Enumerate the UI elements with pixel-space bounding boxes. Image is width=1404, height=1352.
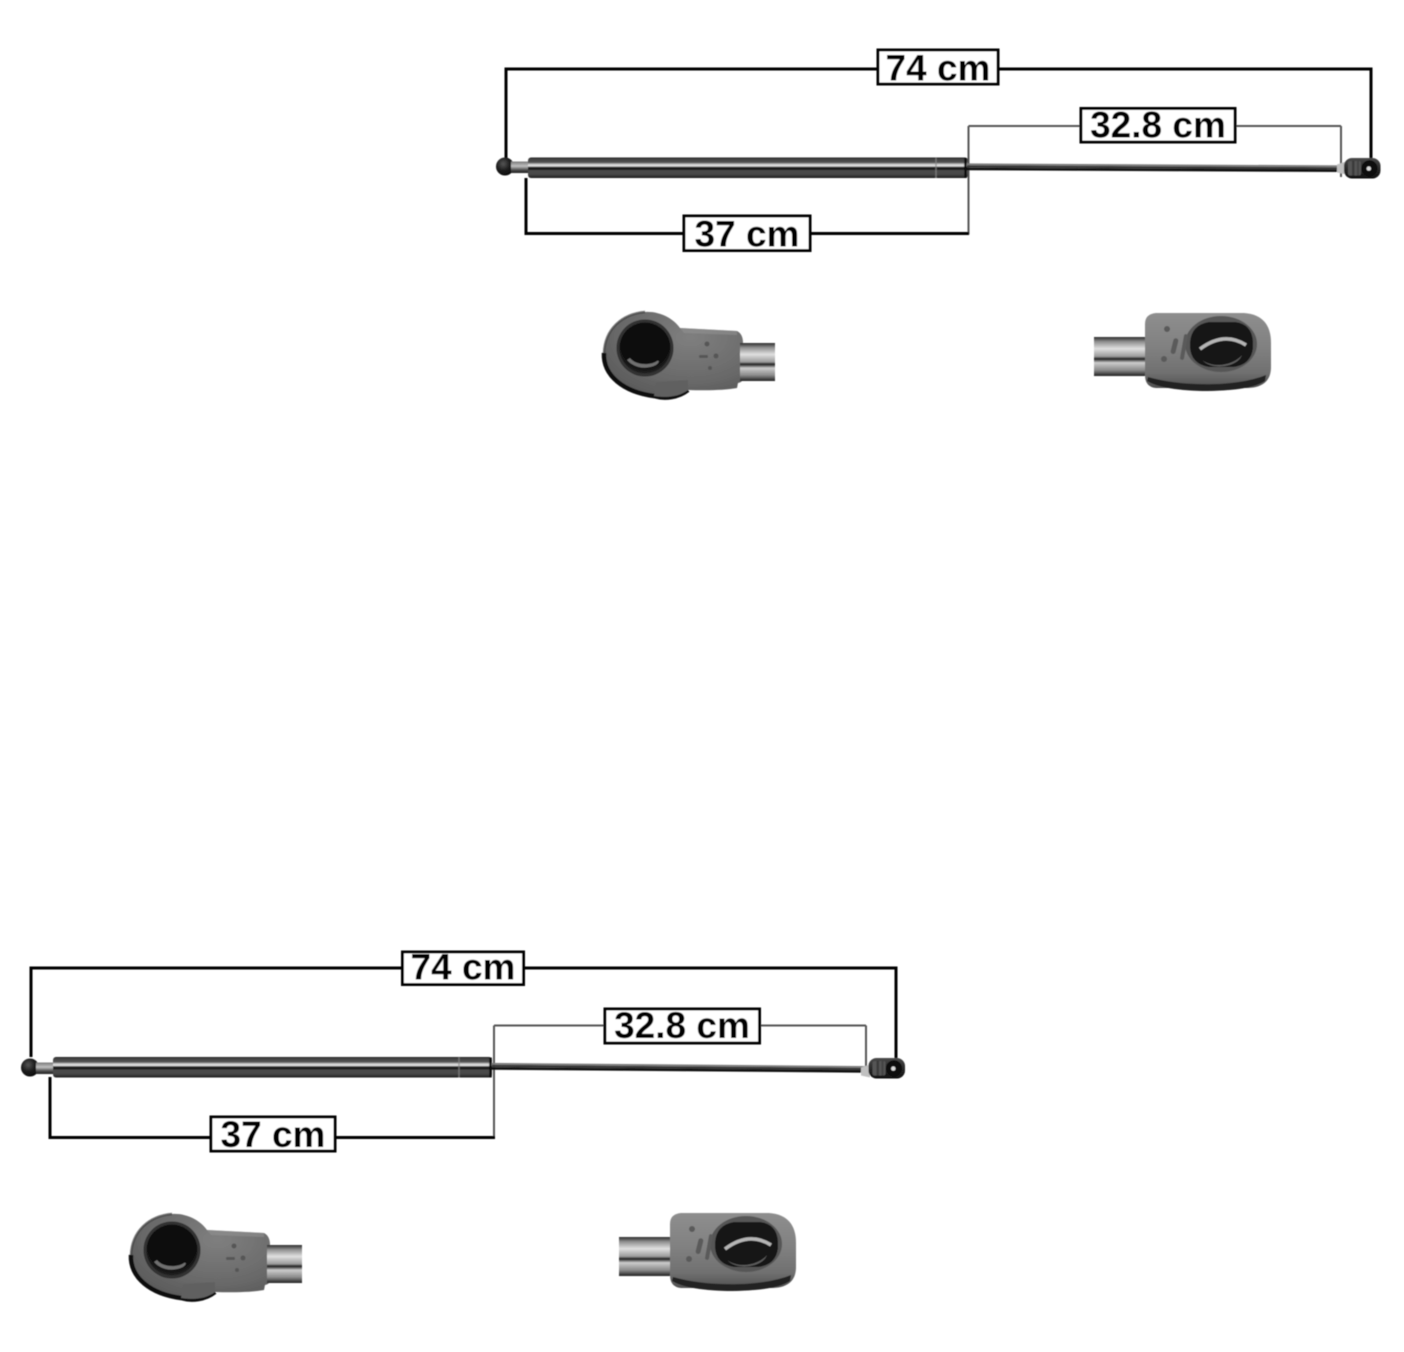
svg-text:37 cm: 37 cm bbox=[221, 1114, 326, 1155]
svg-text:74 cm: 74 cm bbox=[886, 48, 991, 89]
svg-text:32.8 cm: 32.8 cm bbox=[614, 1005, 750, 1046]
svg-text:32.8 cm: 32.8 cm bbox=[1090, 105, 1226, 146]
svg-text:37 cm: 37 cm bbox=[695, 214, 800, 255]
svg-text:74 cm: 74 cm bbox=[411, 947, 516, 988]
